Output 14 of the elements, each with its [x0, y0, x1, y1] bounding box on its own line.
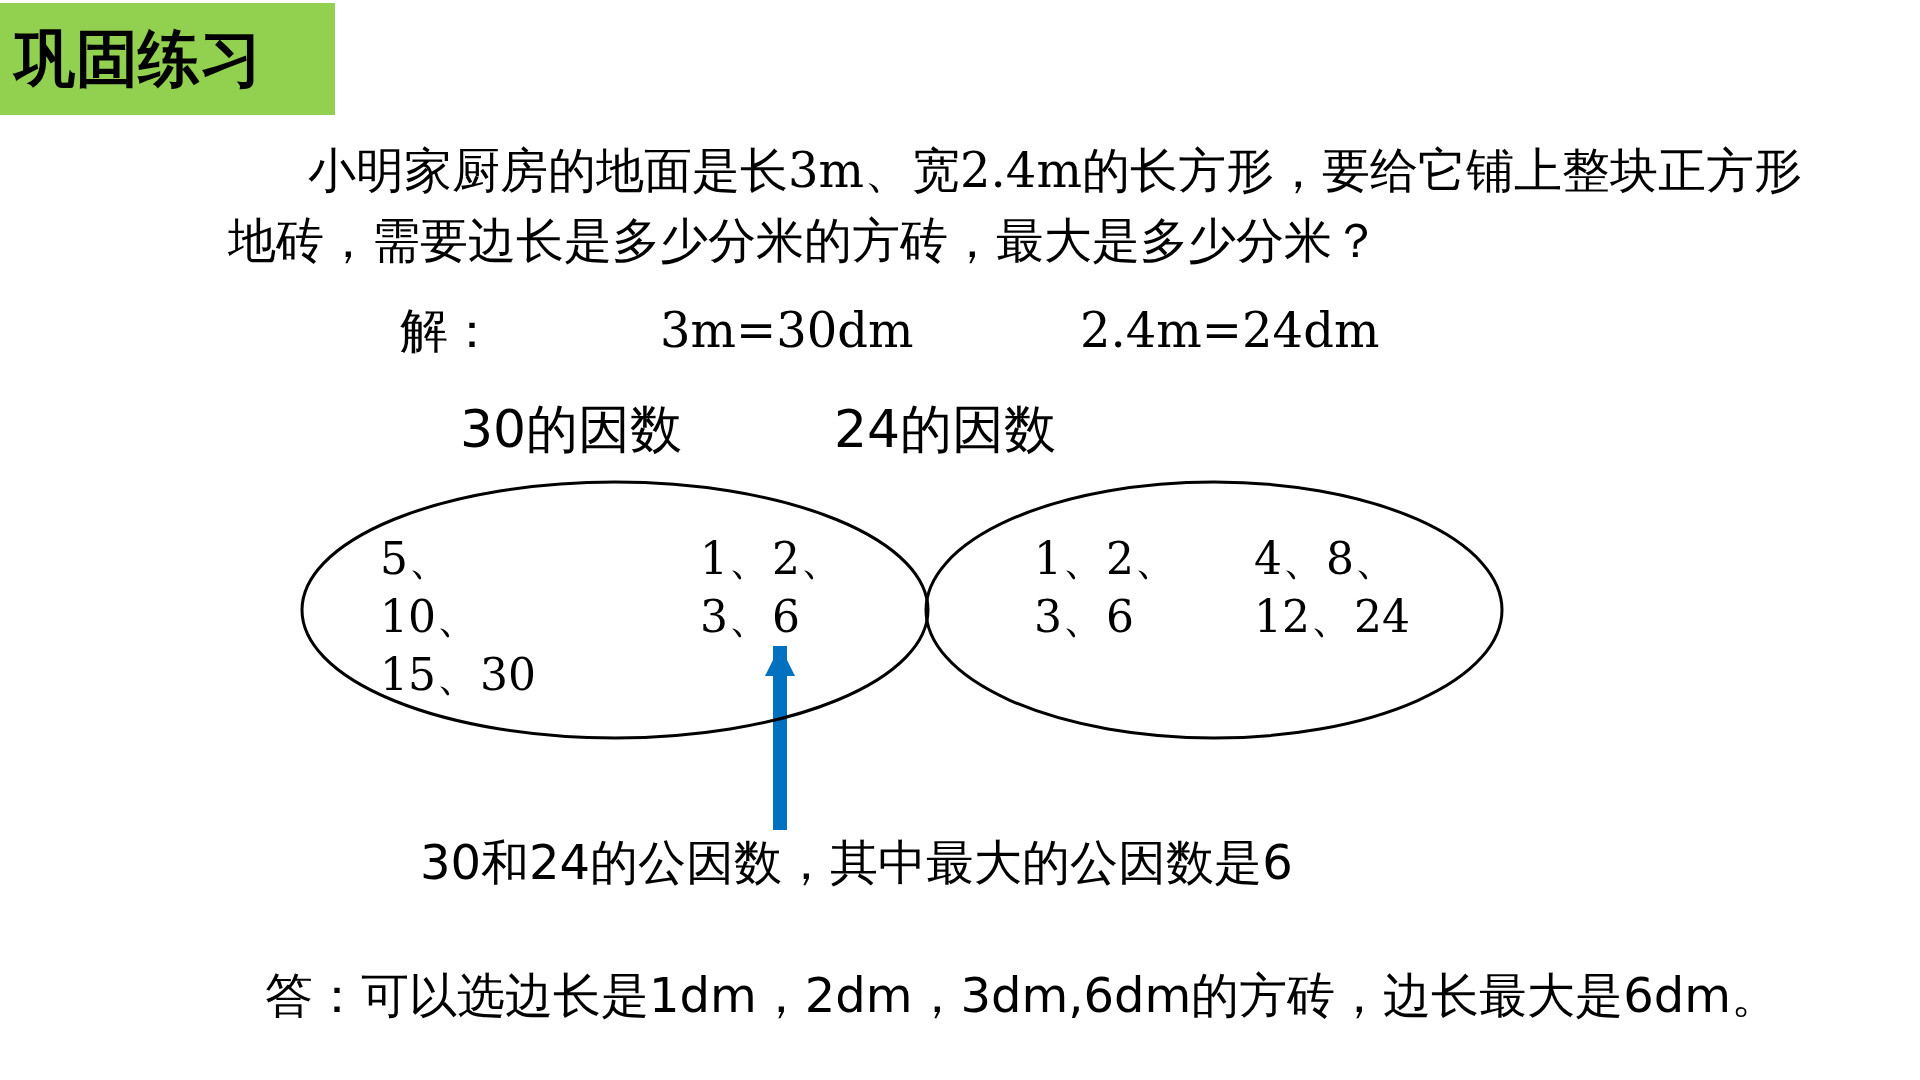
number-list: 4、8、12、24 — [1254, 530, 1424, 646]
arrow — [765, 646, 795, 830]
conversion-text: 2.4m=24dm — [1080, 301, 1381, 360]
problem-text: 小明家厨房的地面是长3m、宽2.4m的长方形，要给它铺上整块正方形地砖，需要边长是多少分米的方砖，最大是多少分米？ — [228, 141, 1803, 270]
set-title: 24的因数 — [834, 400, 1057, 458]
conversion-text: 3m=30dm — [660, 301, 915, 360]
number-list: 5、10、15、30 — [380, 530, 550, 704]
conclusion-text: 30和24的公因数，其中最大的公因数是6 — [420, 830, 1460, 894]
answer-text: 答：可以选边长是1dm，2dm，3dm,6dm的方砖，边长最大是6dm。 — [265, 966, 1781, 1025]
title-banner: 巩固练习 — [0, 3, 335, 115]
solution-label: 解： — [400, 301, 497, 360]
number-list: 1、2、3、6 — [1034, 530, 1194, 646]
set-title: 30的因数 — [460, 400, 683, 458]
number-list: 1、2、3、6 — [700, 530, 860, 646]
